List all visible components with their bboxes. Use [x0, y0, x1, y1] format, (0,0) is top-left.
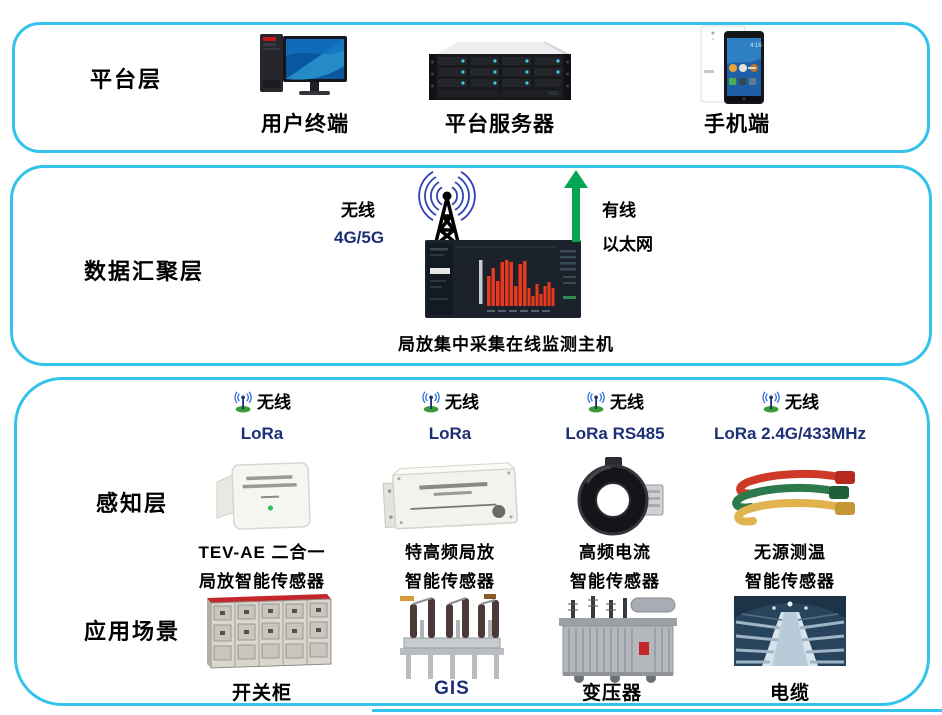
ethernet-label: 以太网 [602, 235, 653, 254]
perception-column-tev-ae: 无线 LoRa TEV-AE 二合一 局放智能传感器 [172, 388, 352, 596]
platform-layer-label: 平台层 [90, 67, 163, 92]
perception-layer-label: 感知层 [96, 491, 169, 516]
monitoring-host-screen [425, 240, 581, 323]
hfct-sensor-icon [525, 454, 705, 538]
wifi-antenna-icon [762, 390, 780, 412]
cable-label: 电缆 [769, 683, 810, 704]
wifi-antenna-icon [234, 390, 252, 412]
rack-server-icon [424, 38, 576, 109]
wired-label: 有线 [602, 201, 636, 220]
monitoring-host-label: 局放集中采集在线监测主机 [398, 335, 614, 354]
transformer-label: 变压器 [581, 683, 642, 704]
sensor-name-line1: 特高频局放 [405, 542, 495, 562]
protocol-label: LoRa RS485 [565, 423, 665, 443]
wired-uplink-arrow [564, 170, 588, 242]
bottom-divider-line [372, 709, 942, 712]
wifi-antenna-icon [587, 390, 605, 412]
protocol-label: LoRa [428, 423, 472, 443]
sensor-name-line2: 智能传感器 [405, 571, 495, 591]
sensor-name-line1: 无源测温 [754, 542, 826, 562]
user-terminal-label: 用户终端 [261, 113, 349, 136]
mobile-phone-icon: 4:16 [698, 24, 770, 111]
sensor-name-line2: 局放智能传感器 [199, 571, 325, 591]
protocol-label: LoRa [240, 423, 284, 443]
aggregation-layer-label: 数据汇聚层 [84, 259, 205, 284]
wireless-tag: 无线 [445, 393, 479, 412]
gis-label: GIS [434, 678, 470, 699]
temp-clip-sensor-icon [700, 454, 880, 538]
wifi-antenna-icon [422, 390, 440, 412]
uhf-sensor-icon [360, 454, 540, 538]
perception-column-uhf: 无线 LoRa 特高频局放 智能传感器 [360, 388, 540, 596]
perception-column-temp: 无线 LoRa 2.4G/433MHz 无源测温 智能传感器 [700, 388, 880, 596]
wireless-tag: 无线 [257, 393, 291, 412]
transformer-image [545, 590, 681, 686]
protocol-label: LoRa 2.4G/433MHz [713, 423, 867, 443]
sensor-name-line1: TEV-AE 二合一 [198, 542, 326, 562]
wireless-tag: 无线 [610, 393, 644, 412]
sensor-name-line1: 高频电流 [579, 542, 651, 562]
application-layer-label: 应用场景 [84, 619, 181, 644]
platform-server-label: 平台服务器 [445, 113, 555, 136]
wireless-4g5g-label: 4G/5G [334, 228, 385, 247]
cable-tunnel-image [734, 596, 846, 666]
mobile-phone-label: 手机端 [704, 113, 770, 136]
svg-text:4:16: 4:16 [750, 43, 762, 49]
perception-column-hfct: 无线 LoRa RS485 高频电流 智能传感器 [525, 388, 705, 596]
sensor-name-line2: 智能传感器 [570, 571, 660, 591]
tev-ae-sensor-icon [172, 454, 352, 538]
wireless-tag: 无线 [785, 393, 819, 412]
switchgear-image [197, 590, 333, 674]
sensor-name-line2: 智能传感器 [745, 571, 835, 591]
desktop-computer-icon [252, 28, 352, 111]
gis-image [386, 590, 518, 682]
switchgear-label: 开关柜 [231, 683, 292, 704]
wireless-label: 无线 [341, 201, 375, 220]
